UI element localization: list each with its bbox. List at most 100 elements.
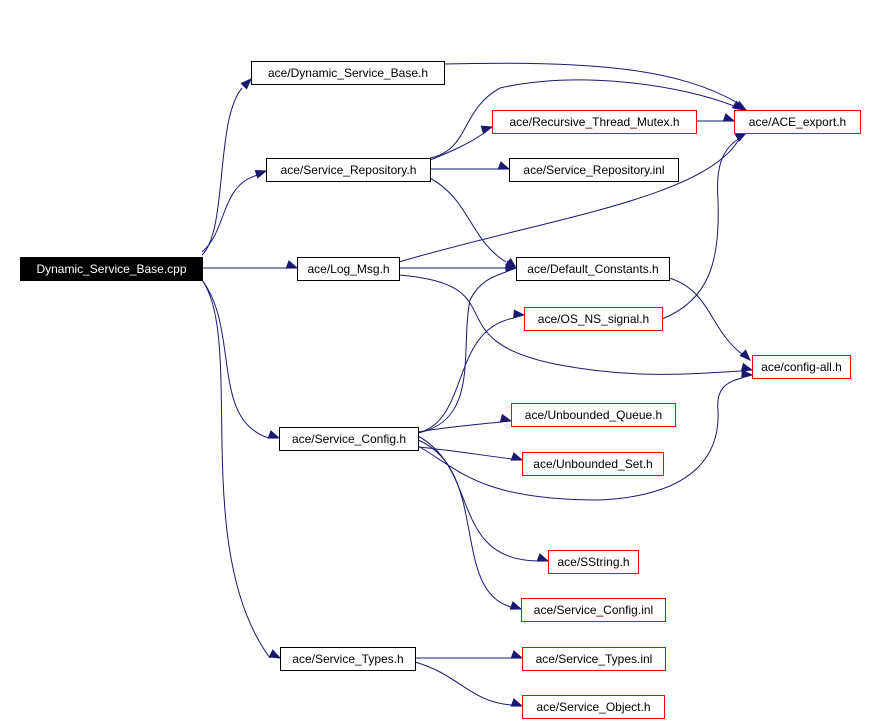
edge-line (414, 661, 513, 706)
node-label: ace/Service_Types.inl (536, 652, 653, 666)
node-svc-config-h[interactable]: ace/Service_Config.h (279, 427, 419, 451)
edge-svc_types_h-to-svc_object_h (414, 661, 524, 707)
node-sstring-h[interactable]: ace/SString.h (548, 550, 639, 574)
edge-line (661, 137, 741, 320)
node-root[interactable]: Dynamic_Service_Base.cpp (20, 257, 203, 281)
node-svc-config-inl[interactable]: ace/Service_Config.inl (521, 598, 666, 622)
node-box (522, 695, 665, 719)
edge-line (201, 279, 270, 439)
node-config-all-h[interactable]: ace/config-all.h (752, 355, 851, 379)
edge-arrowhead (731, 100, 745, 111)
edge-line (417, 317, 515, 434)
edge-svc_config_h-to-os_ns_signal_h (417, 309, 526, 434)
edge-svc_repo_h-to-ace_export_h (429, 79, 745, 159)
edge-line (417, 435, 539, 562)
edge-arrowhead (480, 125, 494, 135)
node-box (548, 550, 639, 574)
edge-svc_config_h-to-sstring_h (417, 435, 550, 562)
node-box (524, 307, 663, 331)
edge-arrowhead (285, 260, 299, 269)
node-label: ace/Unbounded_Set.h (533, 457, 652, 471)
node-label: ace/SString.h (557, 555, 629, 569)
edge-root-to-svc_config_h (201, 279, 281, 439)
node-svc-types-h[interactable]: ace/Service_Types.h (280, 647, 416, 671)
edge-arrowhead (240, 78, 252, 90)
node-box (20, 257, 203, 281)
edge-arrowhead (254, 170, 268, 179)
edge-rtm_h-to-ace_export_h (696, 113, 736, 122)
edge-line (417, 446, 513, 460)
node-label: ace/Service_Config.inl (534, 603, 653, 617)
edge-dsb_h-to-ace_export_h (443, 62, 748, 111)
node-box (279, 427, 419, 451)
node-box (280, 647, 416, 671)
edge-root-to-svc_repo_h (201, 170, 268, 253)
edge-line (417, 421, 502, 433)
edge-arrowhead (741, 369, 754, 379)
node-box (251, 61, 445, 85)
node-box (522, 452, 664, 476)
node-box (734, 110, 861, 134)
node-os-ns-signal-h[interactable]: ace/OS_NS_signal.h (524, 307, 663, 331)
node-box (511, 403, 676, 427)
edge-arrowhead (510, 452, 524, 461)
edge-svc_repo_h-to-def_const_h (429, 177, 518, 269)
node-svc-types-inl[interactable]: ace/Service_Types.inl (522, 647, 666, 671)
node-unb-queue-h[interactable]: ace/Unbounded_Queue.h (511, 403, 676, 427)
node-box (509, 158, 679, 182)
edge-arrowhead (536, 553, 550, 562)
edge-line (398, 140, 739, 263)
edge-svc_repo_h-to-rtm_h (429, 125, 494, 161)
node-label: ace/Service_Types.h (292, 652, 403, 666)
edge-root-to-log_msg_h (202, 260, 299, 269)
edge-svc_config_h-to-config_all_h (417, 369, 754, 501)
edge-arrowhead (499, 413, 513, 423)
node-label: ace/Log_Msg.h (307, 262, 389, 276)
edge-arrowhead (505, 263, 518, 273)
edge-svc_repo_h-to-svc_repo_inl (430, 161, 511, 170)
edge-line (201, 279, 271, 659)
edge-line (417, 377, 743, 501)
node-dsb-h[interactable]: ace/Dynamic_Service_Base.h (251, 61, 445, 85)
edge-arrowhead (740, 362, 754, 372)
node-box (521, 598, 666, 622)
edge-arrowhead (509, 601, 523, 610)
node-label: ace/Service_Config.h (292, 432, 406, 446)
edge-svc_config_h-to-svc_config_inl (417, 439, 523, 610)
edge-arrowhead (510, 650, 524, 659)
edge-line (443, 62, 739, 104)
node-label: ace/Default_Constants.h (527, 262, 658, 276)
edge-line (201, 87, 243, 256)
node-label: ace/Service_Object.h (536, 700, 650, 714)
node-rtm-h[interactable]: ace/Recursive_Thread_Mutex.h (492, 110, 697, 134)
edge-line (429, 177, 507, 263)
node-label: ace/OS_NS_signal.h (538, 312, 649, 326)
node-label: ace/Dynamic_Service_Base.h (268, 66, 428, 80)
node-unb-set-h[interactable]: ace/Unbounded_Set.h (522, 452, 664, 476)
edge-line (429, 79, 735, 159)
node-label: ace/config-all.h (761, 360, 842, 374)
edge-arrowhead (268, 649, 282, 659)
node-box (522, 647, 666, 671)
node-svc-repo-h[interactable]: ace/Service_Repository.h (266, 158, 431, 182)
node-svc-repo-inl[interactable]: ace/Service_Repository.inl (509, 158, 679, 182)
edge-root-to-svc_types_h (201, 279, 282, 659)
edge-line (417, 439, 512, 608)
node-box (297, 257, 400, 281)
edge-def_const_h-to-config_all_h (668, 277, 751, 361)
edge-arrowhead (513, 309, 526, 319)
edge-line (417, 271, 507, 434)
node-log-msg-h[interactable]: ace/Log_Msg.h (297, 257, 400, 281)
edges-layer (201, 62, 754, 707)
edge-svc_config_h-to-unb_queue_h (417, 413, 513, 433)
node-label: ace/ACE_export.h (749, 115, 846, 129)
edge-arrowhead (267, 430, 281, 439)
node-label: ace/Service_Repository.inl (523, 163, 664, 177)
node-label: Dynamic_Service_Base.cpp (36, 262, 186, 276)
node-label: ace/Recursive_Thread_Mutex.h (509, 115, 679, 129)
node-ace-export-h[interactable]: ace/ACE_export.h (734, 110, 861, 134)
node-svc-object-h[interactable]: ace/Service_Object.h (522, 695, 665, 719)
edge-svc_config_h-to-unb_set_h (417, 446, 524, 461)
node-def-const-h[interactable]: ace/Default_Constants.h (516, 257, 670, 281)
nodes-layer: Dynamic_Service_Base.cpp ace/Dynamic_Serv… (20, 61, 861, 719)
